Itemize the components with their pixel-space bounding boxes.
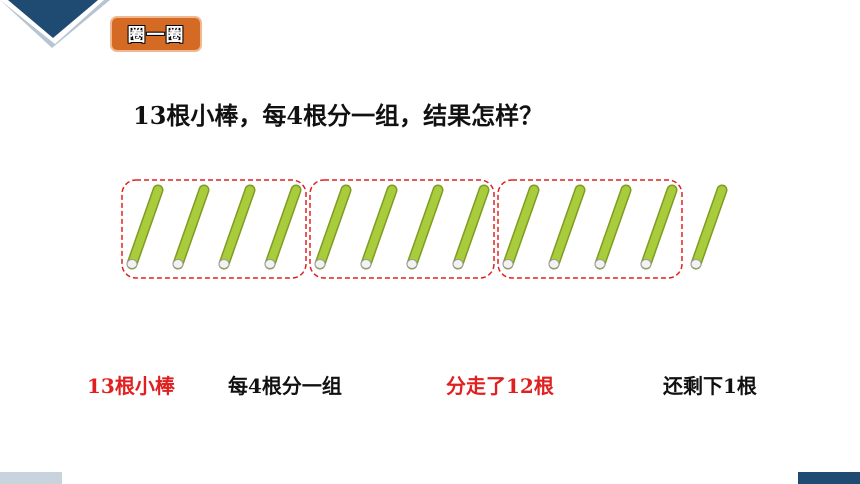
caption-grouping: 每4根分一组	[228, 374, 342, 398]
caption-total: 13根小棒	[87, 374, 175, 398]
stick	[452, 184, 490, 270]
caption-remaining: 还剩下1根	[663, 374, 757, 398]
stick	[218, 184, 256, 270]
group-circle	[121, 179, 307, 279]
badge-label: 圈一圈	[127, 25, 185, 46]
stick	[548, 184, 586, 270]
group-circle	[309, 179, 495, 279]
stick	[594, 184, 632, 270]
group-circle	[497, 179, 683, 279]
stick	[264, 184, 302, 270]
stick	[360, 184, 398, 270]
stick	[126, 184, 164, 270]
footer-bar-left	[0, 472, 62, 484]
question-text: 13根小棒，每4根分一组，结果怎样？	[133, 101, 544, 130]
corner-decoration	[0, 0, 110, 48]
footer-bar-right	[798, 472, 860, 484]
activity-badge: 圈一圈	[110, 16, 202, 52]
stick	[640, 184, 678, 270]
stick	[502, 184, 540, 270]
stick	[406, 184, 444, 270]
stick	[172, 184, 210, 270]
sticks-illustration	[121, 179, 728, 279]
caption-taken: 分走了12根	[446, 374, 554, 398]
stick	[690, 184, 728, 270]
stick	[314, 184, 352, 270]
